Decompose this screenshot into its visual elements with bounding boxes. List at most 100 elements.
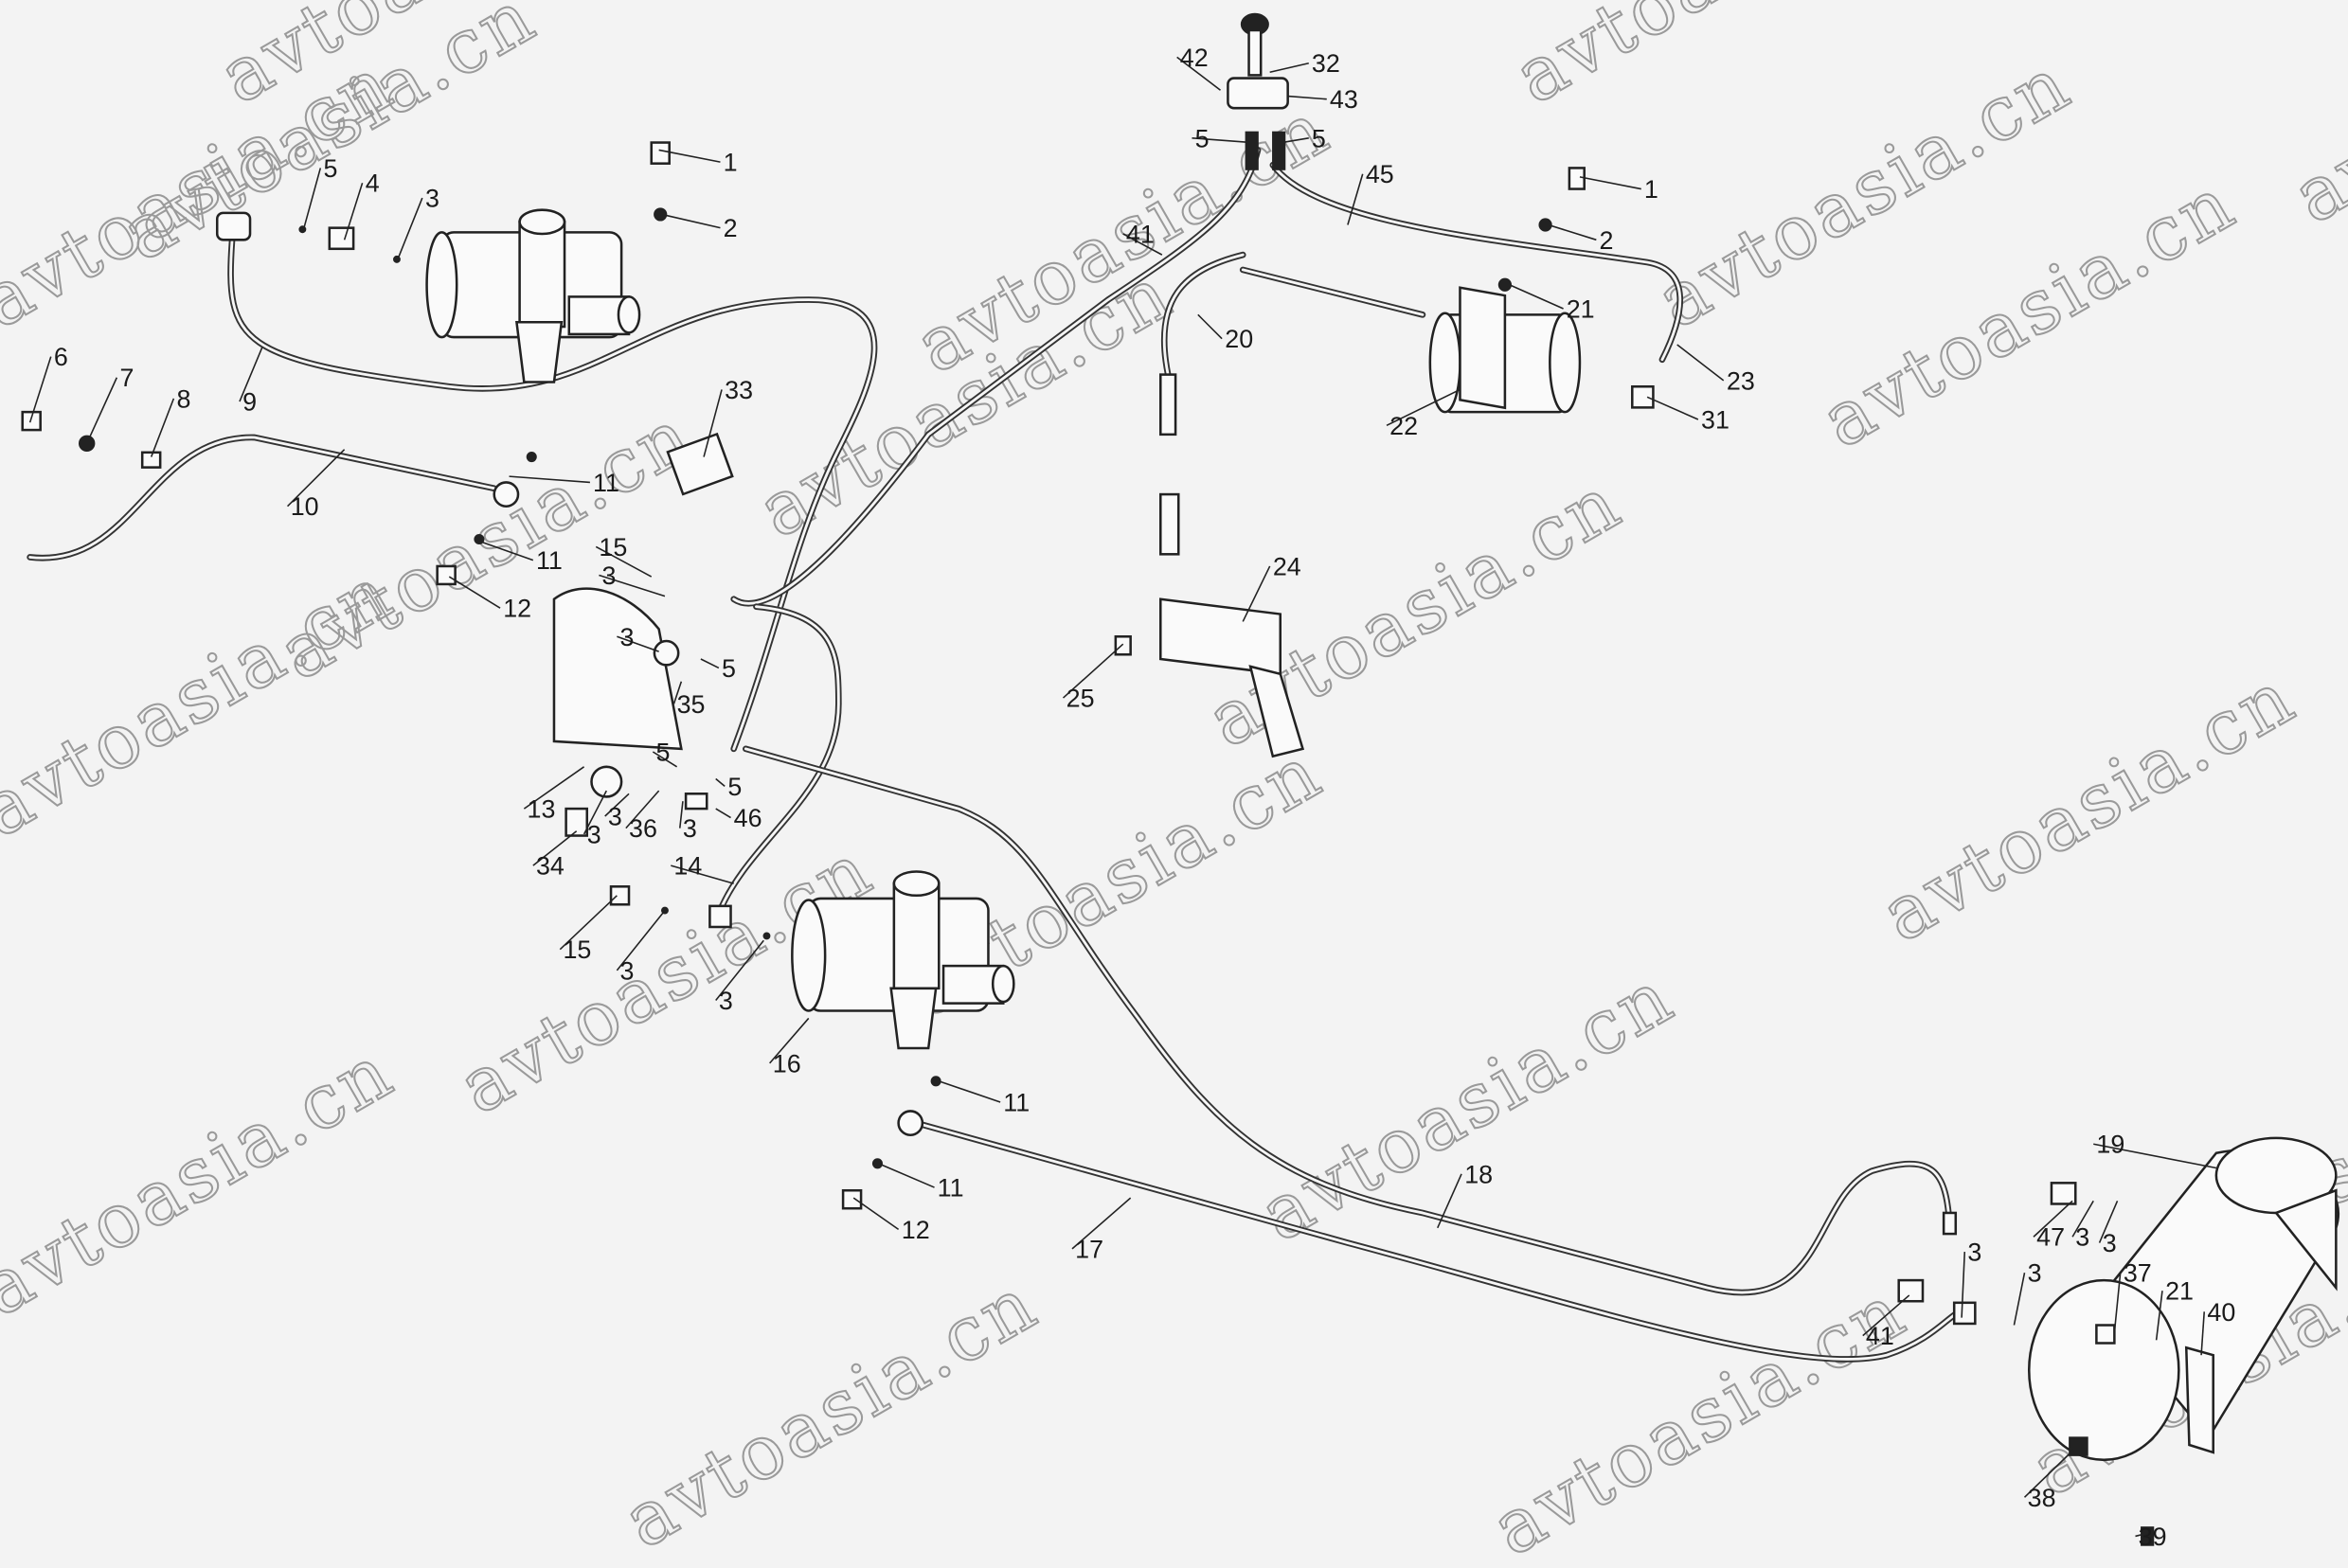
- callout-label: 12: [503, 595, 531, 623]
- leader-line: [2155, 1291, 2163, 1341]
- callout-label: 2: [1600, 226, 1614, 255]
- callout-label: 37: [2124, 1259, 2152, 1288]
- leader-line: [1062, 643, 1124, 699]
- callout-label: 42: [1180, 44, 1209, 72]
- leader-line: [532, 830, 578, 866]
- callout-label: 38: [2028, 1484, 2056, 1512]
- callout-label: 6: [54, 343, 68, 371]
- callout-label: 9: [242, 388, 257, 417]
- leader-line: [1122, 233, 1163, 256]
- callout-label: 3: [1967, 1238, 1981, 1267]
- leader-line: [1287, 95, 1327, 100]
- pipe-20: [1160, 251, 1426, 378]
- leader-line: [715, 939, 764, 1001]
- callout-label: 31: [1701, 406, 1730, 435]
- leader-line: [1646, 396, 1699, 420]
- callout-label: 15: [563, 935, 591, 964]
- leader-line: [1282, 137, 1309, 144]
- leader-line: [881, 1164, 935, 1188]
- leader-line: [523, 766, 585, 810]
- leader-line: [2113, 1273, 2122, 1333]
- leader-line: [671, 864, 734, 884]
- leader-line: [559, 895, 618, 951]
- fittings: [21, 141, 2116, 1345]
- leader-line: [1676, 344, 1725, 382]
- callout-label: 3: [620, 623, 635, 651]
- leader-line: [150, 398, 175, 457]
- leader-line: [703, 389, 723, 457]
- leader-line: [303, 168, 322, 228]
- leader-line: [658, 149, 721, 163]
- watermark-text: avtoasia.cn: [1246, 953, 1688, 1258]
- callout-label: 20: [1225, 325, 1253, 353]
- callout-label: 3: [602, 561, 617, 590]
- callout-label: 25: [1066, 685, 1095, 713]
- callout-label: 35: [677, 690, 706, 719]
- callout-label: 8: [177, 384, 191, 413]
- leader-line: [286, 449, 346, 508]
- leader-line: [604, 793, 630, 817]
- leader-line: [1242, 565, 1271, 622]
- leader-line: [595, 545, 653, 578]
- callout-label: 5: [1312, 124, 1326, 152]
- callout-label: 40: [2207, 1298, 2235, 1327]
- leader-line: [2135, 1532, 2148, 1538]
- pipes: [27, 147, 1965, 1363]
- callout-label: 13: [528, 795, 556, 824]
- leader-line: [1579, 176, 1641, 190]
- callout-label: 17: [1075, 1235, 1103, 1263]
- leader-line: [1961, 1252, 1966, 1318]
- components: [21, 12, 2339, 1546]
- callout-label: 32: [1312, 49, 1340, 78]
- callout-label: 11: [938, 1174, 964, 1203]
- callout-label: 3: [719, 987, 733, 1015]
- callout-label: 45: [1366, 160, 1394, 188]
- callout-label: 11: [1003, 1088, 1030, 1116]
- leader-line: [672, 681, 683, 704]
- leader-line: [715, 777, 726, 787]
- callout-label: 41: [1866, 1322, 1894, 1350]
- callout-label: 33: [725, 376, 753, 404]
- callout-label: 18: [1464, 1160, 1493, 1188]
- bracket-24: [1159, 373, 1305, 758]
- leader-line: [583, 790, 608, 835]
- callout-label: 23: [1727, 366, 1755, 395]
- leader-line: [661, 213, 721, 229]
- callout-label: 3: [683, 814, 697, 843]
- watermark-text: avtoasia.cn: [1500, 0, 1943, 120]
- callout-label: 1: [1644, 175, 1658, 204]
- leader-line: [852, 1197, 900, 1230]
- leader-line: [1386, 388, 1461, 427]
- air-compressor-16: [791, 870, 1015, 1050]
- callout-label: 39: [2139, 1523, 2167, 1551]
- leader-line: [2033, 1200, 2073, 1238]
- callout-label: 11: [593, 469, 619, 497]
- watermark-text: avtoasia.cn: [0, 1027, 408, 1333]
- callout-label: 3: [2075, 1223, 2089, 1252]
- watermark-text: avtoasia.cn: [1478, 1267, 1920, 1568]
- callout-label: 1: [724, 149, 738, 177]
- leader-line: [2093, 1143, 2217, 1169]
- callout-label: 15: [599, 533, 627, 561]
- callout-label: 22: [1389, 412, 1418, 440]
- leader-line: [1197, 313, 1223, 340]
- air-tank-19: [2027, 1136, 2339, 1546]
- leader-line: [625, 790, 660, 829]
- watermark-text: avtoasia.cn: [2279, 0, 2348, 241]
- callout-label: 11: [536, 546, 563, 575]
- leader-line: [448, 576, 501, 609]
- leader-line: [1509, 284, 1564, 310]
- callout-label: 24: [1273, 552, 1301, 580]
- leader-line: [769, 1017, 810, 1064]
- callout-label: 4: [366, 169, 380, 198]
- callout-label: 5: [722, 654, 736, 683]
- leader-line: [1437, 1173, 1462, 1229]
- leader-line: [28, 356, 52, 423]
- leader-line: [1548, 223, 1597, 241]
- leader-line: [239, 347, 263, 402]
- callout-label: 5: [727, 773, 742, 801]
- leader-line: [616, 910, 666, 971]
- leader-line: [481, 541, 534, 561]
